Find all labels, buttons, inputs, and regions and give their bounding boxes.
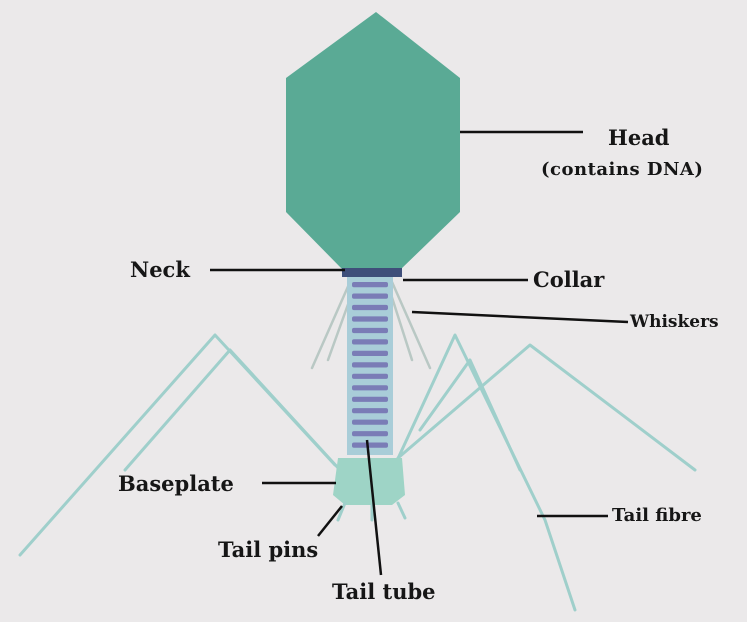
tail-sheath-bands (352, 282, 388, 448)
tail-sheath-band (352, 339, 388, 344)
label-head: Head (608, 126, 670, 150)
label-baseplate: Baseplate (118, 472, 234, 496)
tail-fibre-left-outer (20, 335, 335, 555)
tail-sheath-band (352, 362, 388, 367)
tail-sheath-band (352, 282, 388, 287)
tail-sheath-band (352, 385, 388, 390)
tail-sheath-band (352, 374, 388, 379)
tail-sheath (347, 277, 393, 455)
label-whiskers: Whiskers (630, 313, 719, 333)
tail-sheath-band (352, 408, 388, 413)
tail-fibre-right-inner (395, 335, 575, 610)
tail-sheath-band (352, 397, 388, 402)
label-tail-tube: Tail tube (332, 580, 436, 604)
label-collar: Collar (533, 268, 604, 292)
tail-sheath-band (352, 431, 388, 436)
tail-sheath-band (352, 316, 388, 321)
tail-pin-3 (398, 503, 405, 518)
phage-neck (342, 268, 402, 277)
phage-head (286, 12, 460, 270)
tail-sheath-band (352, 420, 388, 425)
label-neck: Neck (130, 258, 190, 282)
tail-sheath-band (352, 351, 388, 356)
tail-pins (338, 503, 405, 520)
tail-fibre-left-inner (125, 350, 340, 470)
label-tail-fibre: Tail fibre (612, 506, 702, 527)
label-tail-pins: Tail pins (218, 538, 318, 562)
tail-sheath-band (352, 305, 388, 310)
tail-sheath-band (352, 294, 388, 299)
leader-whiskers (412, 312, 628, 322)
tail-sheath-band (352, 328, 388, 333)
tail-sheath-band (352, 443, 388, 448)
label-head-sub: (contains DNA) (541, 160, 703, 181)
